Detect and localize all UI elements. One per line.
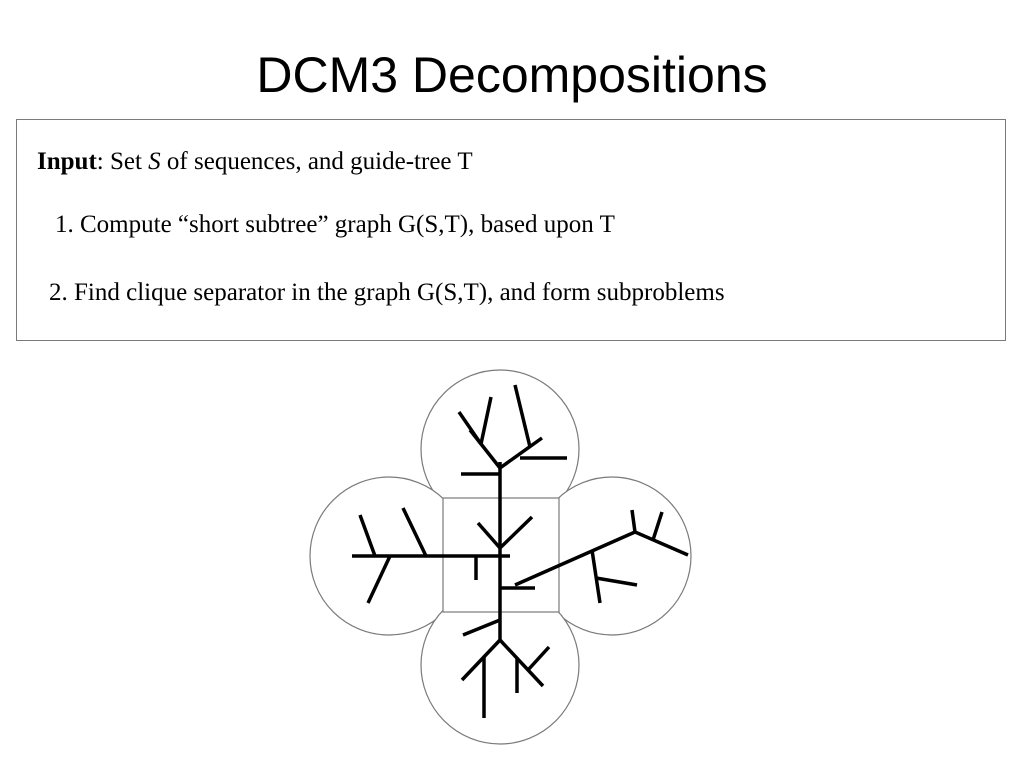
- tree-edge: [498, 515, 534, 550]
- tree-edge: [498, 436, 544, 470]
- input-label: Input: [37, 148, 97, 175]
- guide-tree: [352, 384, 689, 718]
- slide-title: DCM3 Decompositions: [256, 47, 768, 103]
- input-colon: : Set: [96, 148, 149, 175]
- tree-edge: [634, 530, 689, 557]
- tree-edge: [457, 411, 483, 445]
- tree-edge: [595, 576, 638, 587]
- input-description: of sequences, and guide-tree T: [160, 148, 473, 175]
- tree-edge: [401, 507, 428, 557]
- step-2-text: 2. Find clique separator in the graph G(…: [49, 279, 725, 306]
- tree-edge: [514, 530, 636, 587]
- tree-edge: [630, 509, 637, 533]
- tree-edge: [479, 396, 493, 445]
- tree-edge: [526, 645, 551, 672]
- tree-edge: [513, 384, 532, 448]
- decomposition-diagram: [309, 369, 692, 745]
- tree-edge: [590, 549, 602, 604]
- input-description-box: Input: Set S of sequences, and guide-tre…: [16, 119, 1006, 341]
- tree-edge: [651, 511, 664, 541]
- tree-edge: [462, 618, 501, 637]
- input-set-variable: S: [148, 148, 161, 175]
- step-1-text: 1. Compute “short subtree” graph G(S,T),…: [55, 211, 615, 238]
- tree-edge: [366, 555, 392, 604]
- tree-edge: [460, 638, 502, 682]
- input-line: Input: Set S of sequences, and guide-tre…: [37, 147, 473, 177]
- tree-edge: [476, 521, 502, 550]
- tree-edge: [498, 638, 545, 688]
- tree-edge: [358, 514, 377, 557]
